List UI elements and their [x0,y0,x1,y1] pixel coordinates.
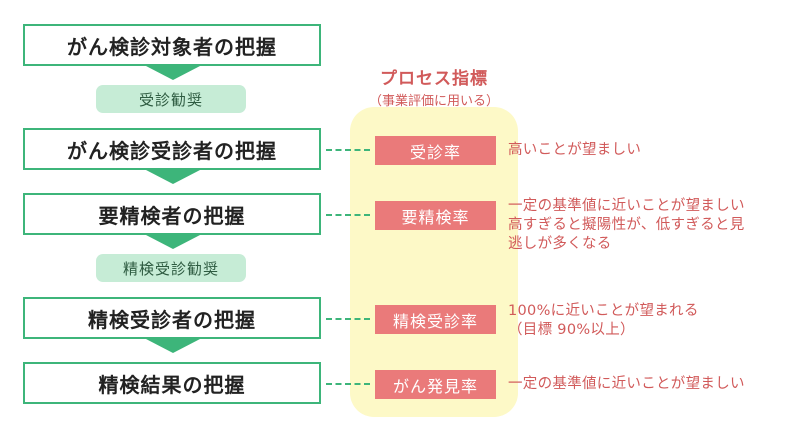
pill-screening-recommendation: 受診勧奨 [96,85,246,113]
step-followup-results: 精検結果の把握 [23,362,321,404]
metric-followup-required-rate: 要精検率 [375,201,496,230]
metric-description: 一定の基準値に近いことが望ましい [508,376,745,392]
step-followup-required: 要精検者の把握 [23,193,321,235]
connector-line [326,318,370,320]
down-arrow-icon [146,339,200,353]
step-followup-examined: 精検受診者の把握 [23,297,321,339]
metric-description: 100%に近いことが望まれる （目標 90%以上） [508,303,699,338]
connector-line [326,149,370,151]
connector-line [326,383,370,385]
step-target-population: がん検診対象者の把握 [23,24,321,66]
pill-followup-recommendation: 精検受診勧奨 [96,254,246,282]
metric-screening-rate: 受診率 [375,136,496,165]
down-arrow-icon [146,66,200,80]
metric-followup-exam-rate: 精検受診率 [375,305,496,334]
down-arrow-icon [146,235,200,249]
indicator-title: プロセス指標 [380,69,488,89]
indicator-subtitle: （事業評価に用いる） [368,94,499,109]
connector-line [326,214,370,216]
metric-description: 一定の基準値に近いことが望ましい 高すぎると擬陽性が、低すぎると見 逃しが多くな… [508,198,745,252]
step-screened-persons: がん検診受診者の把握 [23,128,321,170]
metric-description: 高いことが望ましい [508,142,642,158]
metric-cancer-detection-rate: がん発見率 [375,370,496,399]
down-arrow-icon [146,170,200,184]
